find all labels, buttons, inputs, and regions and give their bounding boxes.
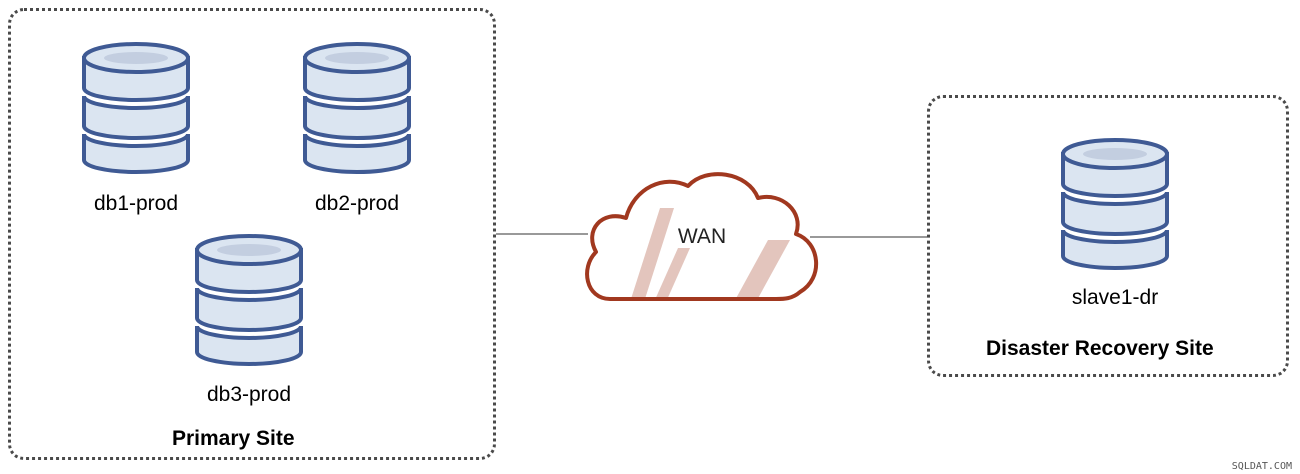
db2-prod-label: db2-prod [314, 192, 400, 215]
cloud-icon [585, 172, 818, 301]
database-icon [82, 42, 190, 174]
db3-prod-label: db3-prod [206, 383, 292, 406]
slave1-dr-label: slave1-dr [1071, 286, 1159, 309]
link-wan-to-dr [810, 236, 927, 238]
wan-label: WAN [677, 225, 727, 248]
link-primary-to-wan [496, 233, 588, 235]
dr-site-title: Disaster Recovery Site [986, 337, 1214, 360]
database-icon [1061, 138, 1169, 270]
watermark: SQLDAT.COM [1231, 461, 1292, 472]
primary-site-container [8, 8, 496, 460]
database-icon [195, 234, 303, 366]
database-icon [303, 42, 411, 174]
dr-site-container [927, 95, 1289, 377]
db1-prod-label: db1-prod [93, 192, 179, 215]
primary-site-title: Primary Site [172, 427, 295, 450]
